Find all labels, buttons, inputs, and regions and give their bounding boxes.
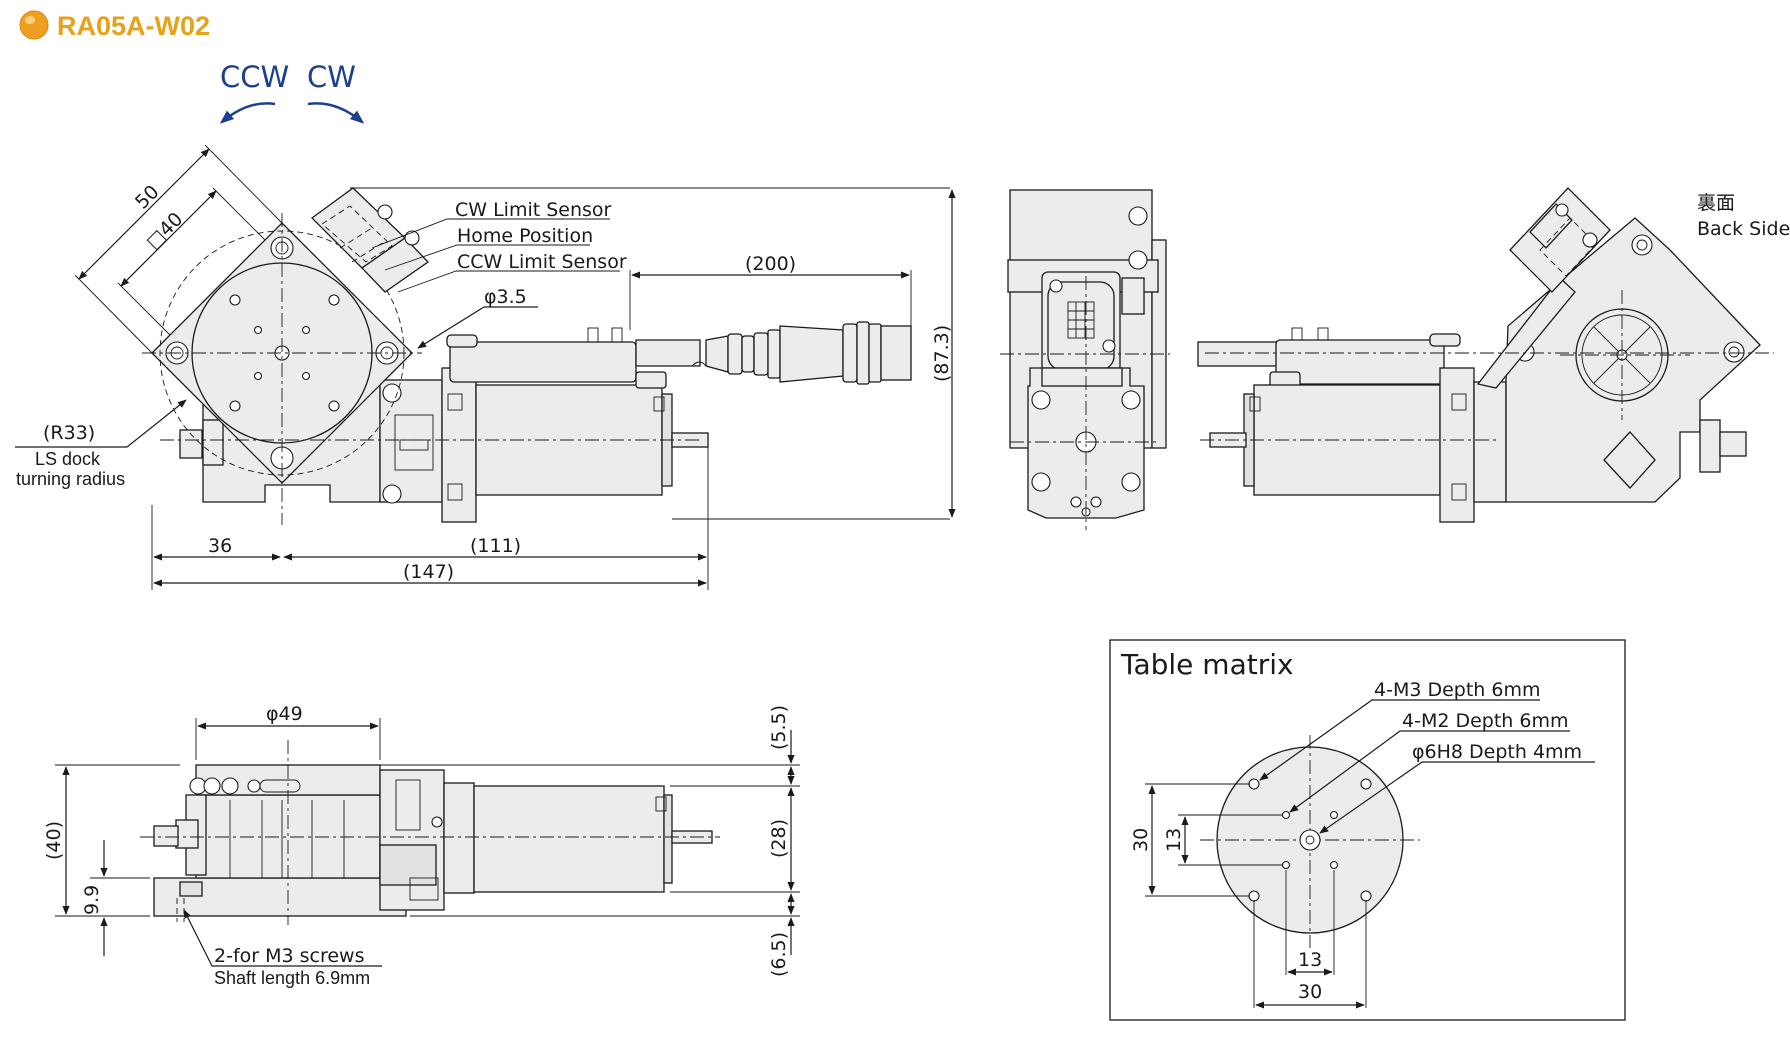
dim-phi-49: φ49: [266, 703, 303, 725]
front-view: φ49 (40) 9.9 (5.5) (28) (6.5) 2-for M3 s…: [43, 703, 800, 988]
label-turning-radius: turning radius: [16, 469, 125, 489]
dim-5-5: (5.5): [768, 705, 790, 750]
rotation-indicator: CCW CW: [219, 60, 365, 124]
label-back-side-jp: 裏面: [1697, 192, 1735, 214]
label-phi-6h8: φ6H8 Depth 4mm: [1412, 741, 1582, 763]
label-m3-screws: 2-for M3 screws: [214, 945, 365, 967]
dim-6-5: (6.5): [768, 932, 790, 977]
label-back-side: Back Side: [1697, 218, 1790, 240]
dim-square-40: □40: [142, 208, 187, 253]
table-matrix: Table matrix 4-M3 Depth 6mm 4-M2: [1109, 639, 1626, 1021]
page-title: RA05A-W02: [57, 11, 210, 41]
dim-phi-3-5: φ3.5: [484, 286, 527, 308]
dim-r33: (R33): [43, 422, 95, 444]
dim-147: (147): [403, 561, 454, 583]
dim-36: 36: [208, 535, 232, 557]
dim-200: (200): [745, 253, 796, 275]
label-ls-dock: LS dock: [35, 449, 101, 469]
dim-13-vertical: 13: [1163, 828, 1185, 852]
dim-87-3: (87.3): [931, 325, 953, 382]
cw-arrow-icon: [307, 102, 365, 124]
label-4-m2: 4-M2 Depth 6mm: [1402, 710, 1568, 732]
back-view: 裏面 Back Side: [1197, 187, 1790, 523]
table-matrix-title: Table matrix: [1120, 648, 1294, 681]
side-view: [1000, 189, 1170, 530]
dim-9-9: 9.9: [81, 885, 103, 915]
title-bullet-icon: [19, 10, 49, 40]
label-home-position: Home Position: [457, 225, 593, 247]
cw-label: CW: [307, 60, 356, 94]
dim-30-vertical: 30: [1130, 828, 1152, 852]
label-4-m3: 4-M3 Depth 6mm: [1374, 679, 1540, 701]
ccw-label: CCW: [220, 60, 289, 94]
top-view: 50 □40 CW Limit Sensor Home Position CCW…: [15, 144, 956, 590]
dim-13-horizontal: 13: [1298, 949, 1322, 971]
dim-30-horizontal: 30: [1298, 981, 1322, 1003]
label-shaft-length: Shaft length 6.9mm: [214, 968, 370, 988]
dim-50: 50: [131, 181, 164, 214]
dim-111: (111): [470, 535, 521, 557]
dim-28: (28): [768, 819, 790, 858]
title-block: RA05A-W02: [19, 10, 210, 41]
ccw-arrow-icon: [219, 102, 276, 124]
label-ccw-limit-sensor: CCW Limit Sensor: [457, 251, 627, 273]
label-cw-limit-sensor: CW Limit Sensor: [455, 199, 612, 221]
dim-40: (40): [43, 821, 65, 860]
